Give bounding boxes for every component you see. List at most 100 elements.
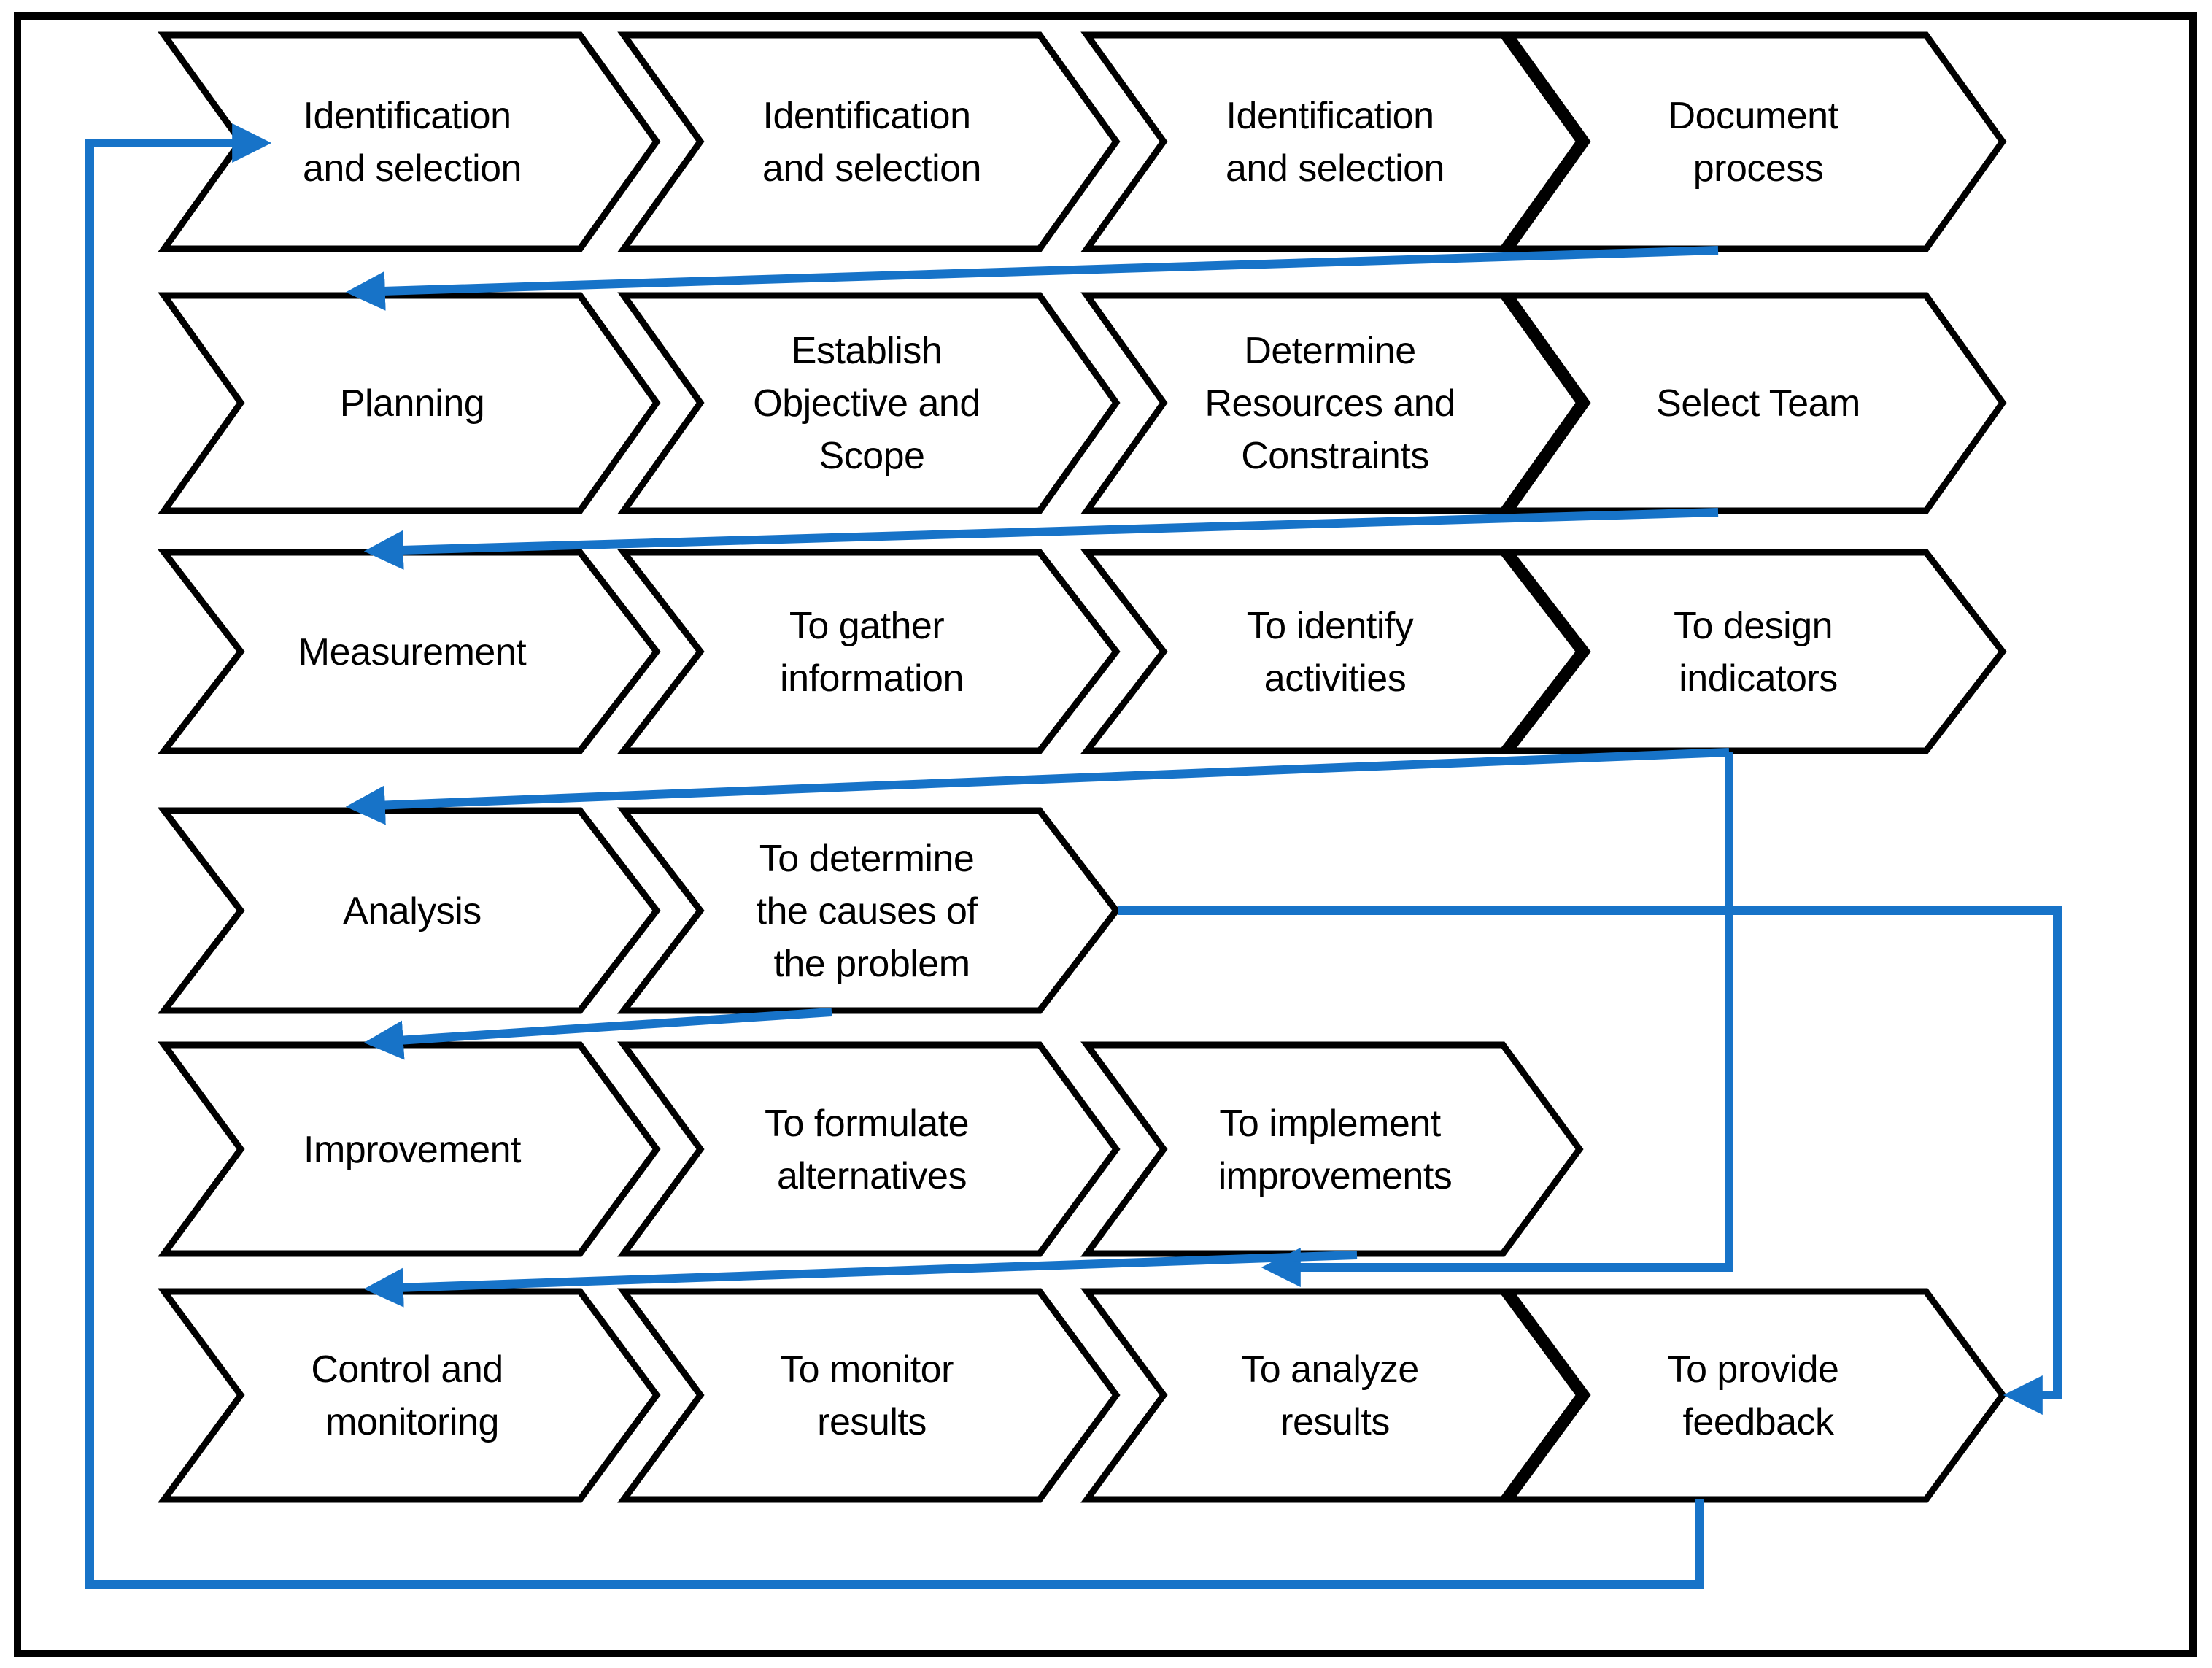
chevron-shape [1504,31,2007,252]
step-label: To implement improvements [1218,1103,1453,1197]
label-line: Establish [792,330,943,372]
chevron-shape [617,1288,1121,1503]
step-label: Improvement [303,1129,522,1171]
step-identify-activities: To identify activities [1080,549,1584,754]
label-line: Document [1668,95,1839,137]
chevron-shape [1080,292,1584,514]
label-line: Identification [763,95,971,137]
label-line: and selection [303,147,522,190]
step-label: To design indicators [1674,605,1843,700]
label-line: To design [1674,605,1833,647]
chevron-rows: Identification and selection Identificat… [157,31,2007,1503]
step-monitor-results: To monitor results [617,1288,1121,1503]
step-label: To gather information [780,605,964,700]
step-label: Identification and selection [1226,95,1445,190]
chevron-shape [1080,1288,1584,1503]
label-line: To gather [789,605,944,647]
step-document-process: Document process [1504,31,2007,252]
step-provide-feedback: To provide feedback [1504,1288,2007,1503]
label-line: results [1280,1401,1390,1443]
step-label: To monitor results [780,1348,964,1443]
label-line: monitoring [325,1401,499,1443]
chevron-shape [617,1041,1121,1257]
connector-implement-improvements-to-control-monitoring [363,1251,1358,1308]
label-line: Resources and [1204,382,1455,425]
step-determine-causes: To determine the causes of the problem [616,807,1121,1014]
step-label: Control and monitoring [311,1348,513,1443]
step-label: To identify activities [1247,605,1424,700]
chevron-shape [158,1041,661,1257]
label-line: Improvement [303,1129,522,1171]
step-implement-improvements: To implement improvements [1080,1041,1584,1257]
step-label: Identification and selection [762,95,981,190]
step-identification-3: Identification and selection [1080,31,1584,252]
step-analyze-results: To analyze results [1080,1288,1584,1503]
step-improvement: Improvement [158,1041,661,1257]
label-line: results [817,1401,927,1443]
step-label: Select Team [1656,382,1860,425]
label-line: improvements [1218,1155,1453,1197]
step-label: Identification and selection [303,95,522,190]
label-line: alternatives [777,1155,967,1197]
connector-document-process-to-planning [345,246,1719,311]
label-line: Determine [1244,330,1415,372]
label-line: feedback [1682,1401,1835,1443]
connector-determine-causes-to-improvement [363,1008,832,1060]
step-identification-1: Identification and selection [158,31,661,252]
step-formulate-alternatives: To formulate alternatives [617,1041,1121,1257]
chevron-shape [1503,549,2007,754]
connector-design-indicators-to-analysis [345,748,1730,825]
chevron-shape [1504,1288,2007,1503]
step-label: To analyze results [1241,1348,1429,1443]
step-label: To determine the causes of the problem [757,838,988,985]
step-design-indicators: To design indicators [1503,549,2007,754]
label-line: Control and [311,1348,503,1391]
label-line: To analyze [1241,1348,1419,1391]
label-line: To provide [1668,1348,1839,1391]
step-label: Determine Resources and Constraints [1204,330,1465,477]
step-determine-resources: Determine Resources and Constraints [1080,292,1584,514]
step-gather-information: To gather information [616,549,1121,754]
step-label: To provide feedback [1668,1348,1849,1443]
label-line: Select Team [1656,382,1860,425]
chevron-shape [616,807,1121,1014]
step-analysis: Analysis [157,807,661,1014]
label-line: and selection [762,147,981,190]
outer-border [14,12,2197,1657]
step-select-team: Select Team [1504,292,2007,514]
label-line: process [1693,147,1824,190]
chevron-shape [158,1288,661,1503]
label-line: indicators [1679,657,1838,700]
chevron-shape [157,549,661,754]
step-label: Analysis [343,890,482,933]
label-line: To monitor [780,1348,954,1391]
label-line: To implement [1219,1103,1441,1145]
step-label: Measurement [298,631,527,673]
step-label: To formulate alternatives [765,1103,979,1197]
label-line: To formulate [765,1103,969,1145]
connector-arrows [85,123,2062,1589]
connector-select-team-to-measurement [363,508,1719,570]
label-line: Constraints [1241,435,1429,477]
label-line: the causes of [757,890,978,933]
label-line: Objective and [753,382,980,425]
chevron-shape [1504,292,2007,514]
step-identification-2: Identification and selection [617,31,1121,252]
label-line: Scope [819,435,925,477]
connector-determine-causes-to-provide-feedback [1118,906,2062,1415]
chevron-shape [1080,1041,1584,1257]
step-control-monitoring: Control and monitoring [158,1288,661,1503]
chevron-shape [617,292,1121,514]
connector-design-indicators-to-implement-improvements [1261,752,1733,1287]
label-line: Identification [1226,95,1434,137]
label-line: information [780,657,964,700]
chevron-shape [617,31,1121,252]
step-measurement: Measurement [157,549,661,754]
chevron-shape [158,292,661,514]
label-line: Analysis [343,890,482,933]
label-line: activities [1264,657,1406,700]
connector-provide-feedback-to-identification [85,123,1704,1589]
label-line: the problem [773,943,970,985]
